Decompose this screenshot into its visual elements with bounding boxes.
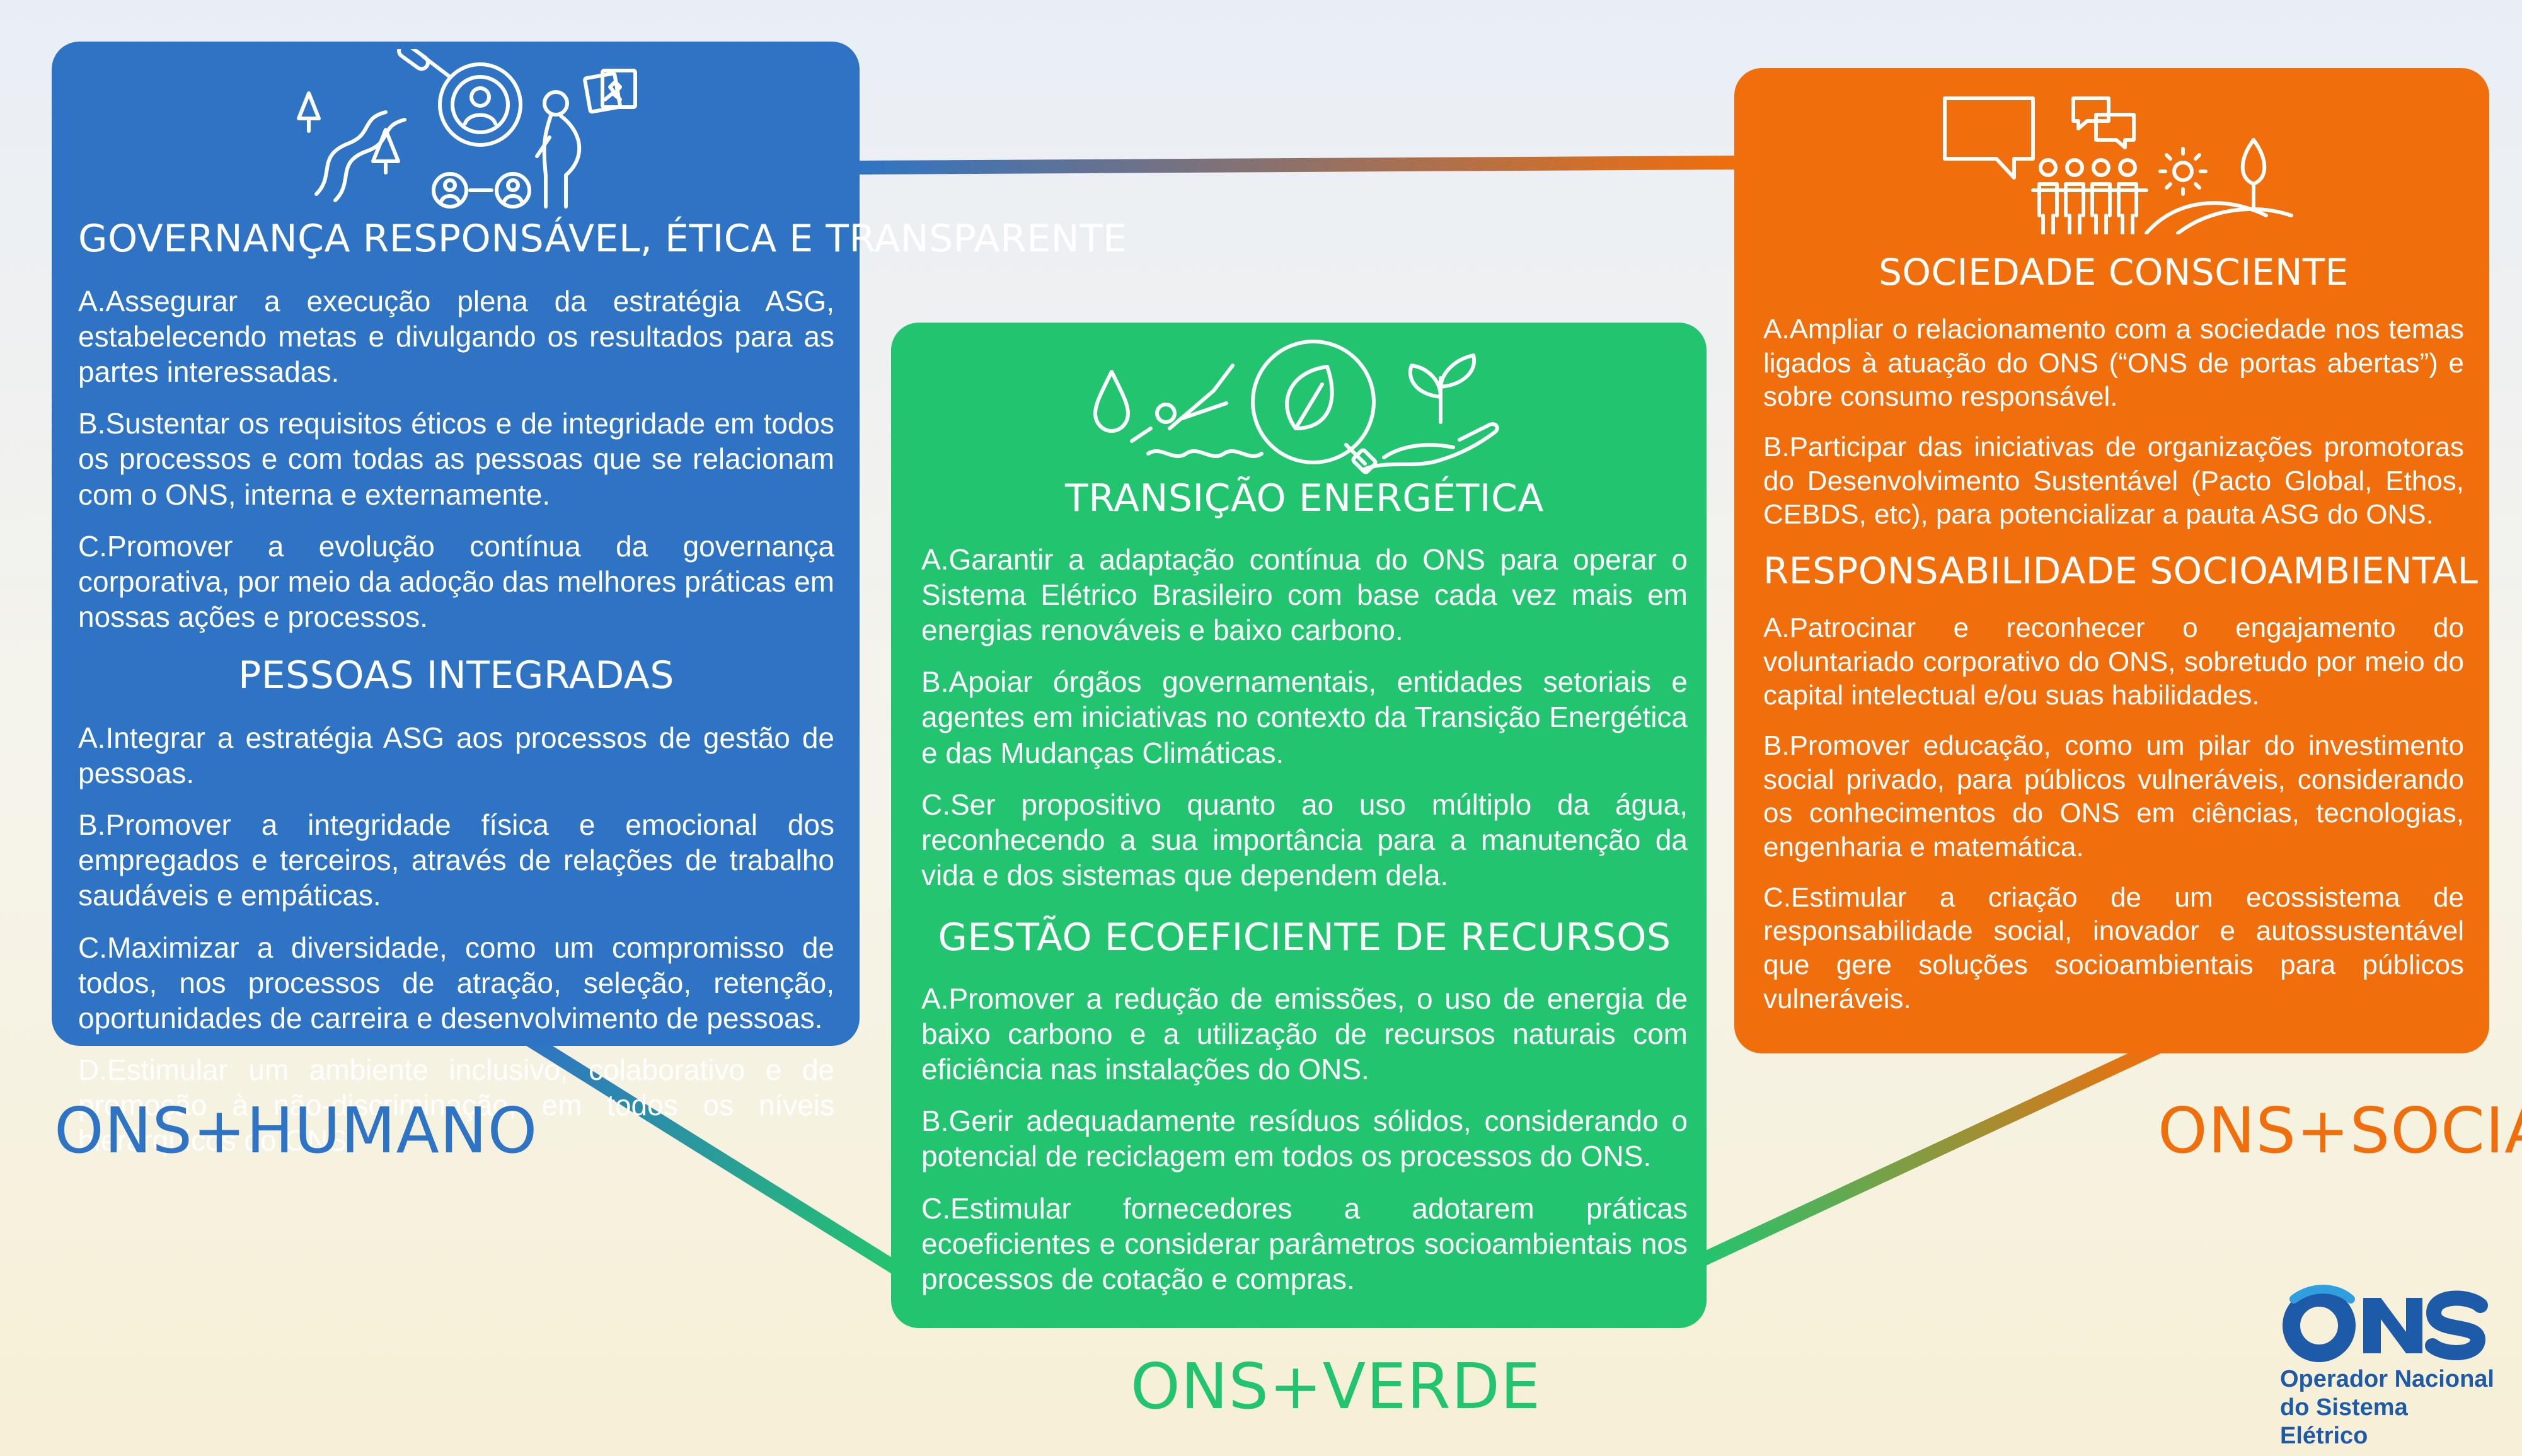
humano-icon-row bbox=[291, 49, 644, 213]
ons-logo-mark bbox=[2283, 1285, 2488, 1362]
section-title-sociedade-consciente: SOCIEDADE CONSCIENTE bbox=[1879, 251, 2349, 294]
plant-in-hand-icon bbox=[1363, 353, 1499, 471]
governanca-item-c: C.Promover a evolução contínua da govern… bbox=[78, 529, 834, 633]
chat-bubbles-icon bbox=[2071, 96, 2136, 149]
pessoas-item-a: A.Integrar a estratégia ASG aos processo… bbox=[78, 721, 834, 790]
tree-icon bbox=[297, 91, 321, 133]
verde-icon-row bbox=[1088, 334, 1504, 485]
responsabilidade-item-c: C.Estimular a criação de um ecossistema … bbox=[1763, 881, 2464, 1014]
road-icon bbox=[314, 110, 406, 202]
water-drop-icon bbox=[1093, 370, 1130, 433]
sociedade-item-a: A.Ampliar o relacionamento com a socieda… bbox=[1763, 314, 2464, 413]
section-title-gestao-ecoeficiente: GESTÃO ECOEFICIENTE DE RECURSOS bbox=[938, 915, 1671, 960]
tree-icon bbox=[371, 128, 400, 175]
sun-icon bbox=[2158, 147, 2208, 196]
pillar-label-social: ONS+SOCIAL bbox=[2158, 1094, 2522, 1167]
logo-line-1: Operador Nacional bbox=[2280, 1366, 2494, 1392]
swimmer-icon bbox=[1130, 364, 1264, 459]
section-title-pessoas-integradas: PESSOAS INTEGRADAS bbox=[238, 653, 674, 697]
hill-tree-icon bbox=[2145, 138, 2293, 234]
social-icon-row bbox=[1938, 89, 2317, 234]
leaf-plug-icon bbox=[1251, 340, 1378, 474]
gestao-item-c: C.Estimular fornecedores a adotarem prát… bbox=[921, 1191, 1688, 1295]
pessoas-item-c: C.Maximizar a diversidade, como um compr… bbox=[78, 931, 834, 1035]
pregnant-person-icon bbox=[535, 90, 582, 209]
pessoas-item-b: B.Promover a integridade física e emocio… bbox=[78, 808, 834, 912]
speech-bubble-icon bbox=[1943, 96, 2035, 180]
ons-logo: Operador Nacional do Sistema Elétrico bbox=[2280, 1280, 2494, 1450]
verde-card: TRANSIÇÃO ENERGÉTICA A.Garantir a adapta… bbox=[891, 323, 1707, 1328]
transicao-item-c: C.Ser propositivo quanto ao uso múltiplo… bbox=[921, 788, 1688, 891]
gestao-item-a: A.Promover a redução de emissões, o uso … bbox=[921, 982, 1688, 1086]
pillar-label-humano: ONS+HUMANO bbox=[54, 1094, 538, 1167]
section-title-transicao-energetica: TRANSIÇÃO ENERGÉTICA bbox=[1065, 476, 1544, 520]
connector-humano-social bbox=[859, 156, 1735, 175]
transicao-item-a: A.Garantir a adaptação contínua do ONS p… bbox=[921, 543, 1688, 647]
people-connection-icon bbox=[432, 172, 531, 209]
pillar-label-verde: ONS+VERDE bbox=[1131, 1350, 1541, 1423]
section-title-responsabilidade-socioambiental: RESPONSABILIDADE SOCIOAMBIENTAL bbox=[1763, 549, 2479, 593]
pessoas-item-d: D.Estimular um ambiente inclusivo, colab… bbox=[78, 1053, 834, 1157]
responsabilidade-item-b: B.Promover educação, como um pilar do in… bbox=[1763, 730, 2464, 863]
logo-line-2: do Sistema Elétrico bbox=[2280, 1394, 2408, 1449]
responsabilidade-item-a: A.Patrocinar e reconhecer o engajamento … bbox=[1763, 612, 2464, 711]
connector-verde-social bbox=[1698, 1041, 2161, 1266]
section-title-governanca: GOVERNANÇA RESPONSÁVEL, ÉTICA E TRANSPAR… bbox=[78, 217, 1127, 261]
transicao-item-b: B.Apoiar órgãos governamentais, entidade… bbox=[921, 665, 1688, 769]
magnifier-target-icon bbox=[397, 49, 522, 147]
community-people-icon bbox=[2031, 158, 2148, 234]
humano-card: GOVERNANÇA RESPONSÁVEL, ÉTICA E TRANSPAR… bbox=[52, 42, 1127, 1157]
social-card: SOCIEDADE CONSCIENTE A.Ampliar o relacio… bbox=[1734, 68, 2489, 1053]
gestao-item-b: B.Gerir adequadamente resíduos sólidos, … bbox=[921, 1104, 1688, 1173]
governanca-item-a: A.Assegurar a execução plena da estratég… bbox=[78, 285, 834, 389]
governanca-item-b: B.Sustentar os requisitos éticos e de in… bbox=[78, 407, 834, 511]
photo-frames-icon bbox=[583, 69, 637, 114]
connector-humano-verde bbox=[526, 1033, 899, 1274]
sociedade-item-b: B.Participar das iniciativas de organiza… bbox=[1763, 432, 2464, 530]
